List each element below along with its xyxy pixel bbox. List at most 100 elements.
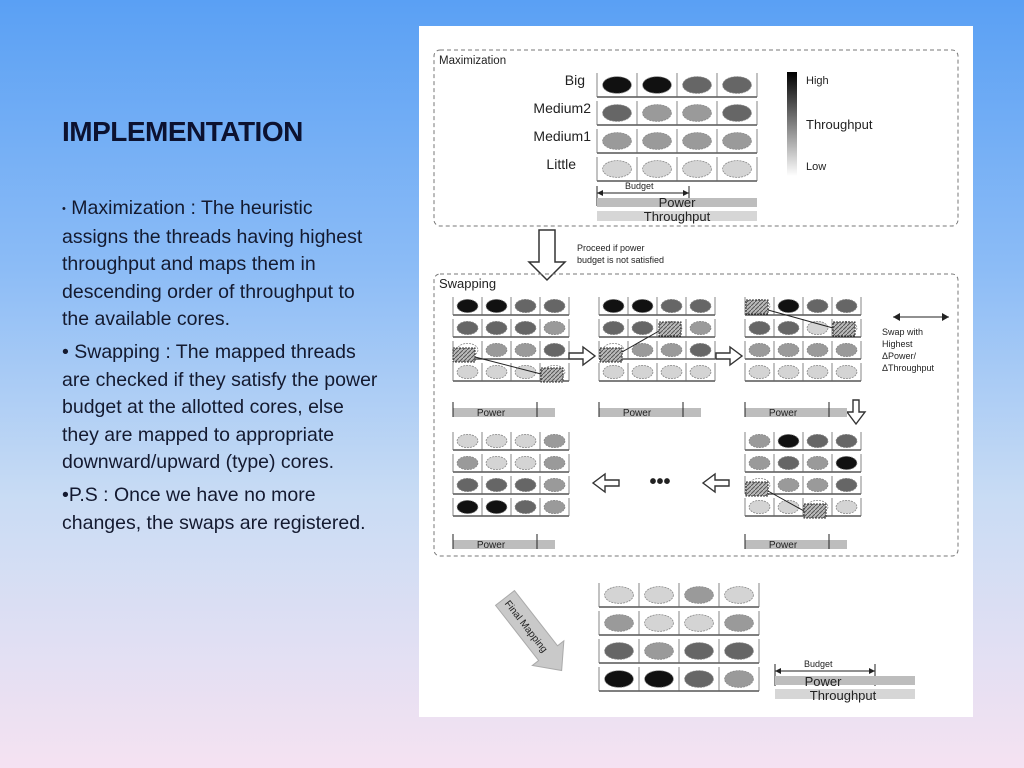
thread-core	[835, 455, 858, 470]
power-bar	[453, 540, 555, 549]
thread-core	[722, 132, 752, 150]
core-type-little: Little	[546, 156, 576, 172]
thread-core	[689, 320, 712, 335]
thread-core	[724, 670, 754, 688]
core-type-medium1: Medium1	[533, 128, 591, 144]
power-bar	[599, 408, 701, 417]
thread-core	[722, 76, 752, 94]
thread-core	[642, 160, 672, 178]
diagram-canvas: Maximization Big Medium2 Medium1 Little …	[433, 49, 959, 703]
maximization-label: Maximization	[439, 55, 506, 67]
thread-core	[682, 104, 712, 122]
thread-core	[748, 433, 771, 448]
thread-core	[724, 642, 754, 660]
thread-core	[806, 298, 829, 313]
bullet-maximization: • Maximization : The heuristic assigns t…	[62, 195, 378, 334]
budget-label-top: Budget	[625, 181, 654, 191]
thread-core	[604, 642, 634, 660]
swap-note-line2: Highest	[882, 339, 913, 349]
thread-core	[724, 586, 754, 604]
arrow-left-4	[701, 472, 730, 494]
thread-core	[777, 342, 800, 357]
throughput-bar-top	[597, 211, 757, 221]
thread-core	[835, 499, 858, 514]
power-bar-label: Power	[769, 540, 798, 551]
thread-core	[514, 342, 537, 357]
bullet-text: P.S : Once we have no more changes, the …	[62, 483, 366, 534]
thread-core	[456, 298, 479, 313]
thread-core	[835, 342, 858, 357]
thread-core	[485, 433, 508, 448]
thread-core	[602, 160, 632, 178]
thread-core	[806, 433, 829, 448]
thread-core	[777, 477, 800, 492]
thread-core	[456, 499, 479, 514]
thread-core	[777, 433, 800, 448]
thread-core	[642, 76, 672, 94]
arrow-right-1	[568, 345, 597, 367]
throughput-label-final: Throughput	[810, 688, 877, 703]
power-bar-top	[597, 198, 757, 207]
maximization-core-grid	[596, 73, 758, 182]
thread-core	[748, 342, 771, 357]
swap-note-line3: ΔPower/	[882, 351, 917, 361]
thread-core	[514, 455, 537, 470]
thread-core	[660, 298, 683, 313]
final-core-grid	[598, 583, 760, 692]
swap-grid-step3	[744, 297, 862, 382]
thread-core	[485, 499, 508, 514]
thread-core	[456, 477, 479, 492]
thread-core	[642, 132, 672, 150]
swapping-label: Swapping	[439, 276, 496, 291]
thread-core	[602, 364, 625, 379]
thread-core	[543, 499, 566, 514]
swap-note-line4: ΔThroughput	[882, 363, 935, 373]
thread-core	[689, 298, 712, 313]
thread-core	[485, 342, 508, 357]
arrow-right-2	[715, 345, 744, 367]
slide-title: IMPLEMENTATION	[62, 116, 303, 147]
thread-core	[543, 455, 566, 470]
core-type-medium2: Medium2	[533, 100, 591, 116]
thread-core	[777, 298, 800, 313]
proceed-note-line2: budget is not satisfied	[577, 255, 664, 265]
thread-core	[835, 433, 858, 448]
thread-core	[748, 499, 771, 514]
ellipsis-dots: •••	[649, 471, 670, 493]
thread-core	[456, 433, 479, 448]
budget-label-final: Budget	[804, 659, 833, 669]
bullet-swapping: • Swapping : The mapped threads are chec…	[62, 339, 378, 477]
thread-core	[456, 455, 479, 470]
thread-core	[644, 642, 674, 660]
thread-core	[543, 477, 566, 492]
thread-core	[748, 364, 771, 379]
thread-core	[748, 320, 771, 335]
thread-core	[644, 586, 674, 604]
thread-core	[682, 160, 712, 178]
thread-core	[748, 455, 771, 470]
thread-core	[660, 342, 683, 357]
core-type-big: Big	[565, 72, 585, 88]
thread-core	[644, 670, 674, 688]
power-bar-label: Power	[769, 408, 798, 419]
thread-core	[485, 320, 508, 335]
thread-core	[722, 160, 752, 178]
thread-core	[604, 670, 634, 688]
thread-core	[684, 614, 714, 632]
thread-core	[602, 132, 632, 150]
bullet-ps: •P.S : Once we have no more changes, the…	[62, 482, 378, 537]
thread-core	[660, 364, 683, 379]
thread-core	[724, 614, 754, 632]
thread-core	[689, 364, 712, 379]
power-bar-label: Power	[623, 408, 652, 419]
thread-core	[456, 320, 479, 335]
thread-core	[806, 455, 829, 470]
bullet-marker: •	[62, 483, 69, 506]
thread-core	[514, 320, 537, 335]
swap-markers	[452, 299, 856, 519]
thread-core	[514, 499, 537, 514]
maximization-panel	[433, 49, 959, 227]
swapping-panel	[433, 273, 959, 557]
thread-core	[777, 364, 800, 379]
